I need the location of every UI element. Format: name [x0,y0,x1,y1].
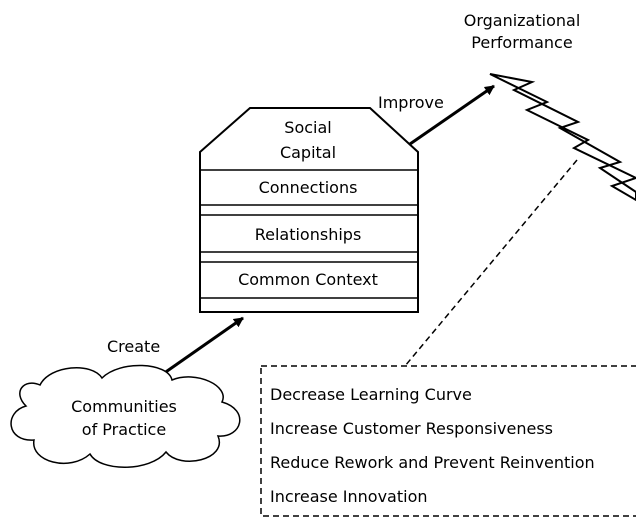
lightning-bolt-icon [489,73,636,202]
outcome-label-line1: Organizational [464,11,581,30]
floor-label-common-context: Common Context [238,270,378,289]
improve-label: Improve [378,93,444,112]
improve-arrow [409,84,495,146]
benefits-box [260,365,636,517]
benefit-item: Reduce Rework and Prevent Reinvention [270,453,595,472]
create-label: Create [107,337,160,356]
create-arrow [159,316,244,378]
house: Social Capital Connections Relationships… [199,107,419,313]
dashed-connector [404,159,578,367]
benefit-item: Increase Innovation [270,487,428,506]
benefit-item: Increase Customer Responsiveness [270,419,553,438]
cloud-shape [10,364,241,468]
outcome-label-line2: Performance [471,33,572,52]
benefit-item: Decrease Learning Curve [270,385,472,404]
floor-label-relationships: Relationships [255,225,362,244]
floor-label-connections: Connections [259,178,358,197]
cloud-label-line1: Communities [71,397,177,416]
cloud-label-line2: of Practice [82,420,166,439]
house-outline [199,107,419,313]
roof-label-line1: Social [284,118,331,137]
roof-label-line2: Capital [280,143,336,162]
